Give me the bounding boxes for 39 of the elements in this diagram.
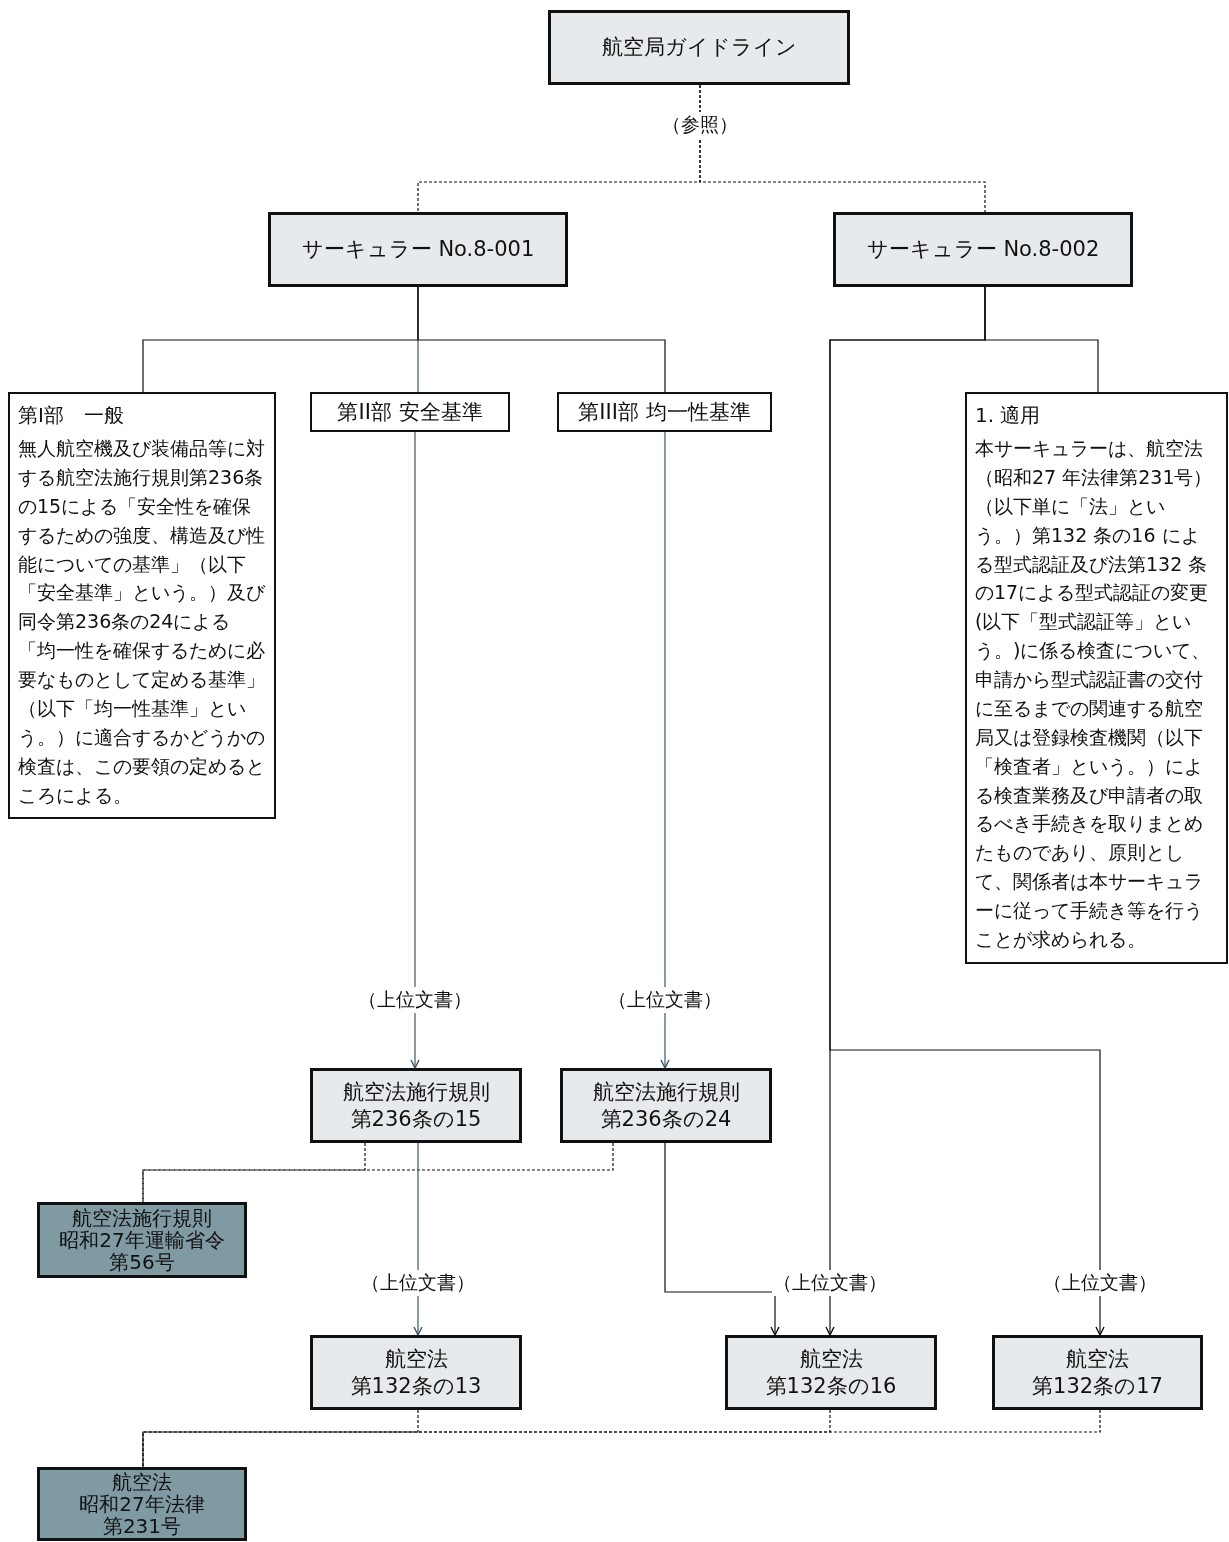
document-box [833,212,1133,287]
box-label: 航空法第132条の16 [765,1346,897,1399]
document-box [725,1335,937,1410]
section-heading: 第I部 一般 [18,402,125,429]
box-label: 航空法第132条の13 [350,1346,482,1399]
box-label: サーキュラー No.8-002 [866,236,1100,263]
box-label: 航空法施行規則第236条の24 [592,1079,740,1132]
box-label: 第III部 均一性基準 [578,398,751,426]
connector-line [142,1142,614,1203]
text-panel [965,392,1228,964]
document-box [560,1068,772,1143]
box-label: 航空法施行規則第236条の15 [342,1079,490,1132]
document-box [310,1335,522,1410]
box-label: 第II部 安全基準 [337,398,483,426]
box-label: 航空法第132条の17 [1032,1346,1163,1399]
arrow [410,431,420,1069]
section-heading: 1. 適用 [975,402,1042,429]
document-box [268,212,568,287]
section-text: 無人航空機及び装備品等に対する航空法施行規則第236条の15による「安全性を確保するための強度、構造及び性能についての基準」（以下「安全基準」という。）及び同令第236条の24による「均一性を確保するために必要なものとして定める基準」（以下「均一性基準」という。）に適合するかどうかの検査は、この要領の定めるところによる。 [18,436,266,808]
document-box [310,1068,522,1143]
box-label: 航空法昭和27年法律第231号 [79,1471,205,1537]
document-box [548,10,850,85]
law-reference-box [37,1467,247,1541]
connector-line [142,1409,419,1468]
connector-line [142,1409,1101,1468]
section-text: 本サーキュラーは、航空法（昭和27 年法律第231号）（以下単に「法」という。）第132 条の16 による型式認証及び法第132 条の17による型式認証の変更(以下「型式認証等」という。)に係る検査について、申請から型式認証書の交付に至るまでの関連する航空局又は登録検査機関（以下「検査者」という。）による検査業務及び申請者の取るべき手続きを取りまとめたものであり、原則として、関係者は本サーキュラーに従って手続き等を行うことが求められる。 [975,436,1214,952]
box-label: サーキュラー No.8-001 [301,236,535,263]
law-reference-box [37,1202,247,1278]
box-label: 航空法施行規則昭和27年運輸省令第56号 [59,1207,225,1273]
part-box [557,392,772,432]
document-box [992,1335,1203,1410]
part-box [310,392,510,432]
box-label: 航空局ガイドライン [601,34,797,61]
arrow [664,1142,780,1336]
text-panel [8,392,276,820]
connector-line [699,84,986,213]
arrow [829,286,1105,1336]
arrow [660,431,670,1069]
connector-line [417,286,666,393]
